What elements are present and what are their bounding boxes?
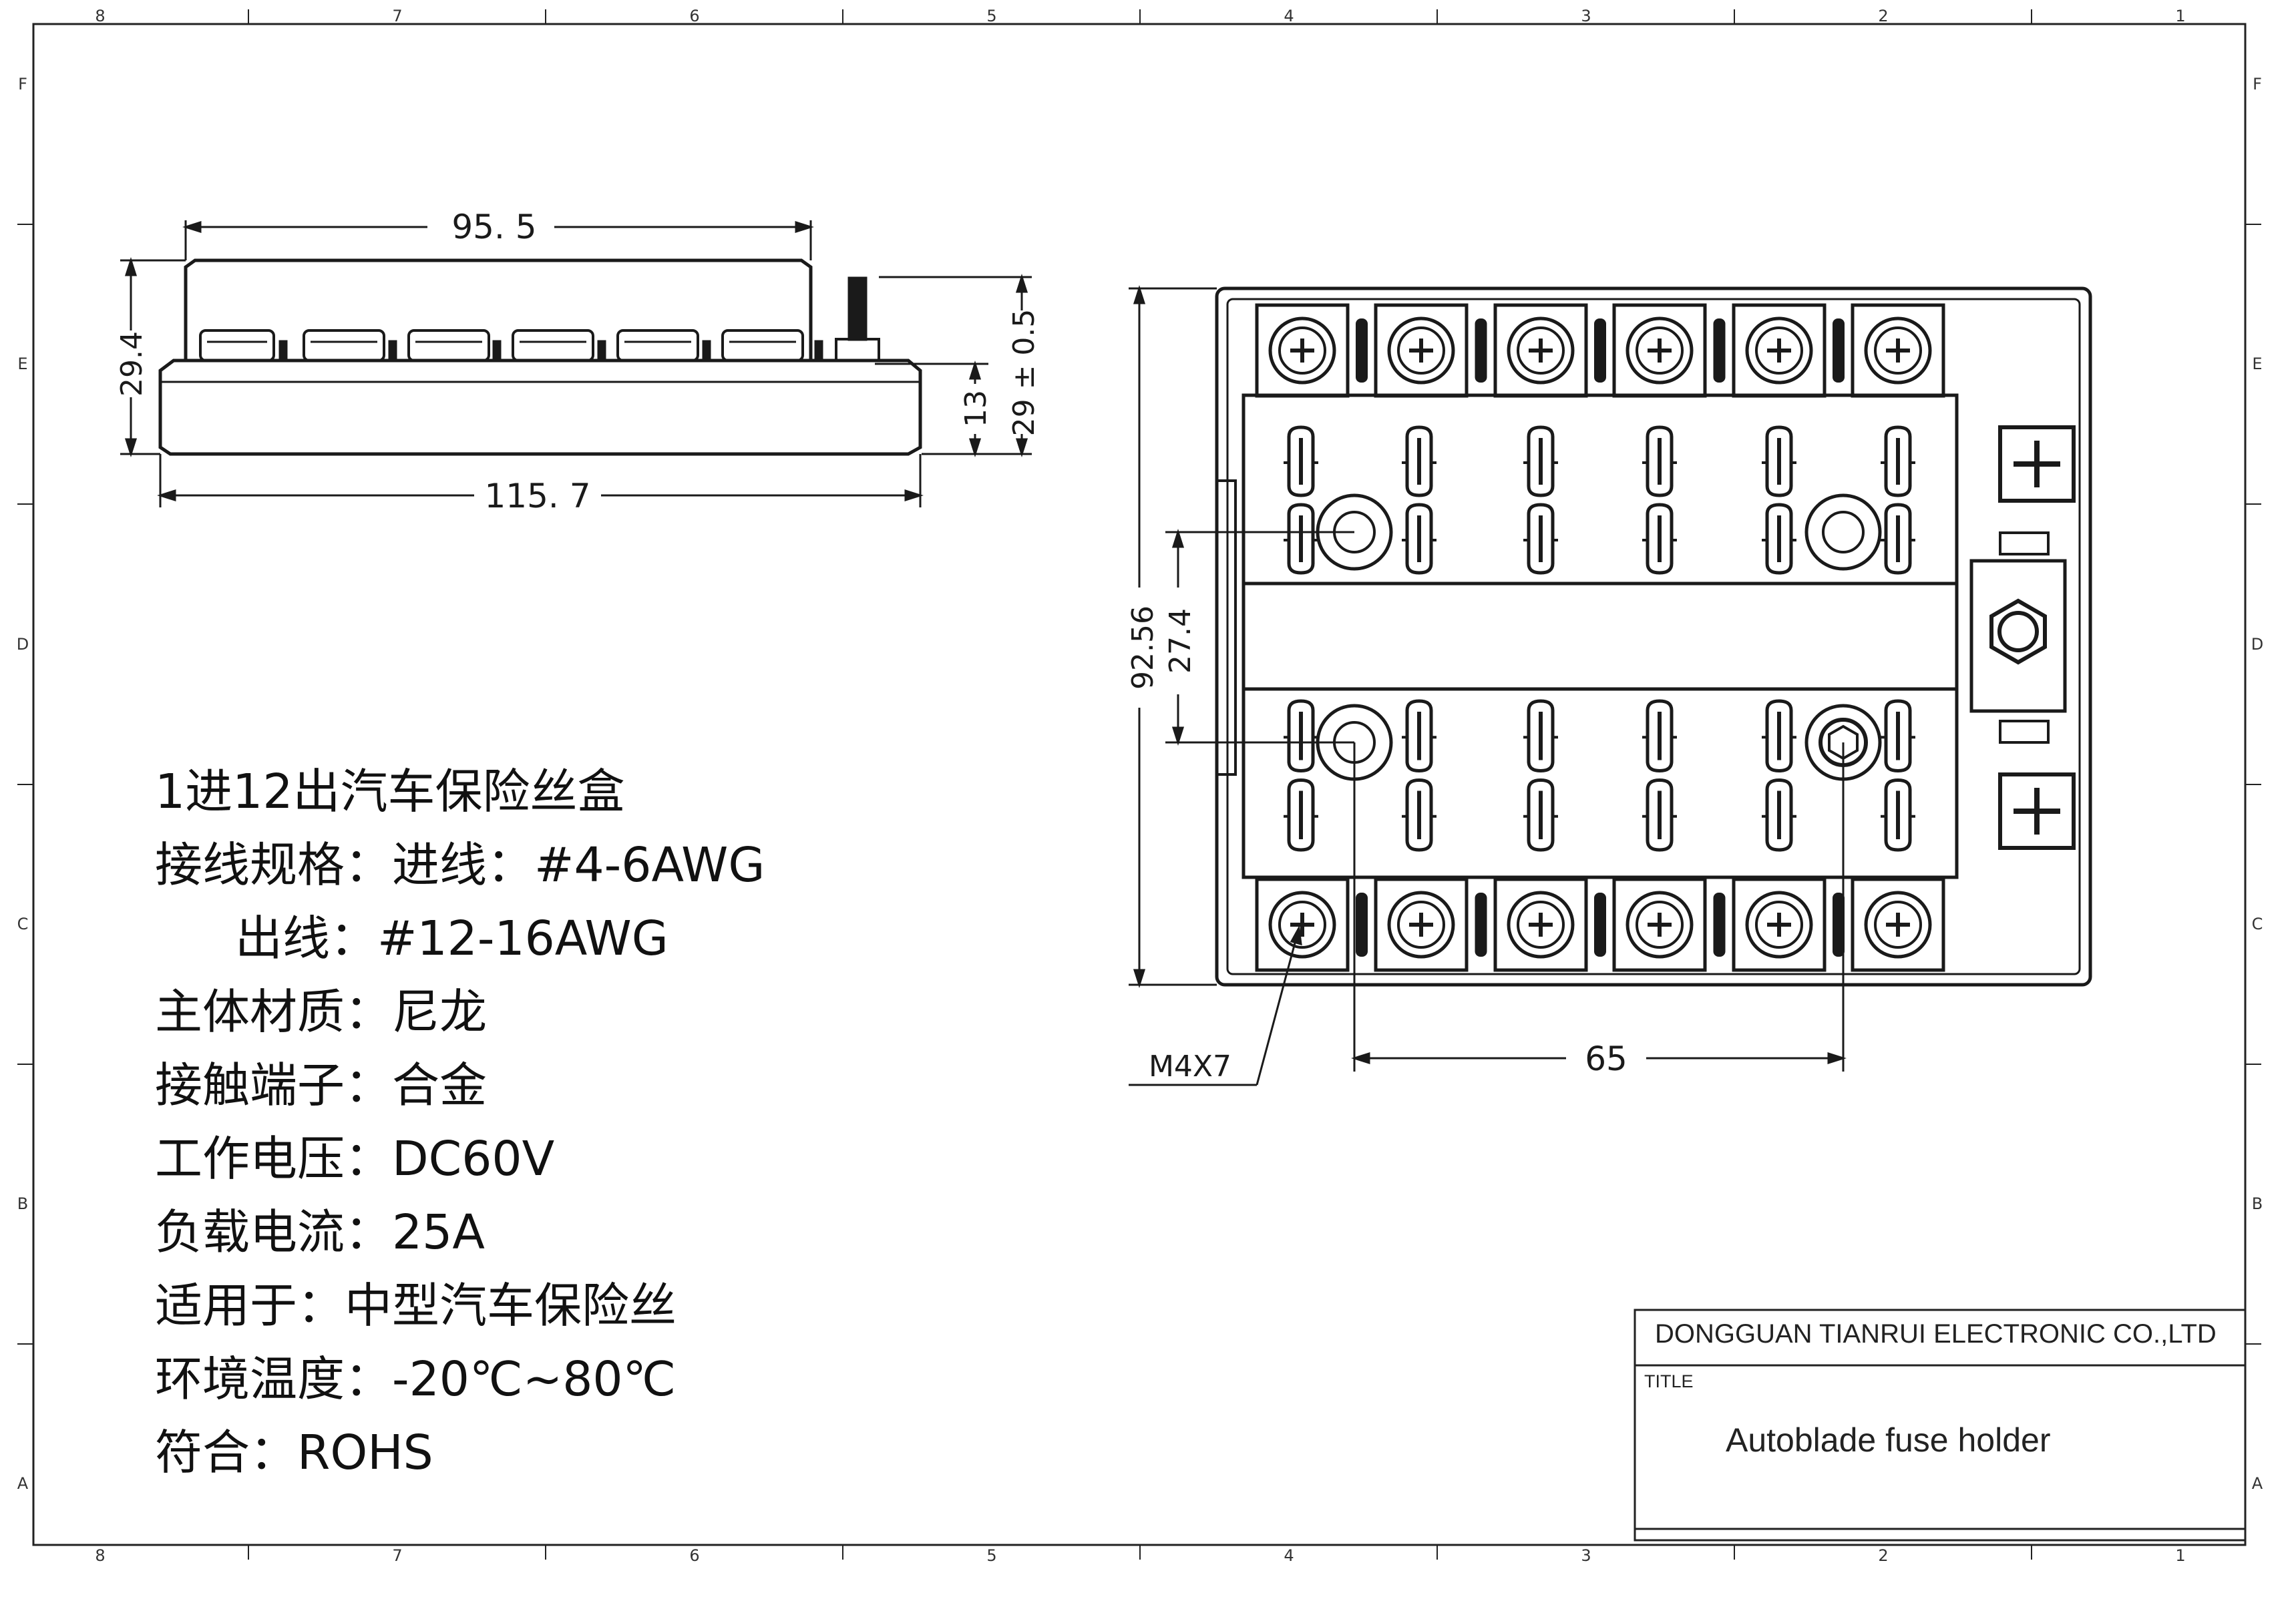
spec-current: 负载电流：25A [155,1204,485,1260]
row-label-right: C [2252,915,2263,933]
separator-post [1356,893,1368,957]
screw-icon [1374,303,1469,398]
dim-top-width: 95. 5 [451,208,536,246]
col-label-top: 1 [2175,7,2185,25]
fuse-slot-icon [1881,425,1915,575]
stud-nut-icon [1989,598,2047,665]
dim-total-height: 29 ± 0.5 [1007,309,1041,437]
separator-post [1594,893,1606,957]
row-label-left: C [17,915,29,933]
company-name: DONGGUAN TIANRUI ELECTRONIC CO.,LTD [1655,1319,2217,1349]
col-label-bottom: 2 [1878,1546,1888,1565]
separator-post [1475,893,1487,957]
drawing-title: Autoblade fuse holder [1726,1421,2051,1459]
fuse-slot-icon [1642,699,1677,852]
screw-icon [1612,877,1707,972]
screw-icon [1493,877,1588,972]
separator-post [1713,318,1726,383]
fuse-slot-icon [1523,699,1558,852]
separator-post [1594,318,1606,383]
separator-post [1713,893,1726,957]
fuse-slots [1284,425,1915,852]
dim-bottom-width: 115. 7 [484,477,590,515]
fuse-slot-icon [1523,425,1558,575]
screw-spec-label: M4X7 [1149,1050,1231,1084]
zone-labels: 8 7 6 5 4 3 2 1 8 7 6 5 4 3 2 1 F E D C … [17,7,2263,1565]
spec-voltage: 工作电压：DC60V [155,1131,555,1186]
fuse-slot-icon [1762,699,1796,852]
col-label-bottom: 5 [986,1546,996,1565]
screw-icon [1732,303,1827,398]
col-label-bottom: 6 [689,1546,699,1565]
col-label-top: 2 [1878,7,1888,25]
dim-base-height: 13 [959,390,993,427]
col-label-top: 4 [1284,7,1294,25]
row-label-right: B [2252,1194,2263,1213]
fuse-slot-icon [1642,425,1677,575]
row-label-right: D [2251,635,2263,654]
zone-ticks [17,9,2261,1560]
spec-compliance: 符合：ROHS [155,1425,433,1480]
fuse-slot-icon [1762,425,1796,575]
row-label-left: A [17,1474,29,1493]
side-view-dimensions [120,220,1032,507]
col-label-top: 6 [689,7,699,25]
side-view [158,258,922,456]
title-label: TITLE [1644,1371,1694,1391]
row-label-left: E [17,355,27,373]
screw-terminals [1255,303,1945,972]
spec-wire-input: 接线规格：进线：#4-6AWG [155,837,765,893]
col-label-top: 8 [95,7,105,25]
col-label-top: 7 [392,7,402,25]
screw-icon [1374,877,1469,972]
dim-cover-height: 29.4 [115,331,149,397]
col-label-bottom: 3 [1581,1546,1591,1565]
fuse-slot-icon [1284,425,1318,575]
col-label-bottom: 7 [392,1546,402,1565]
spec-wire-output: 出线：#12-16AWG [235,911,668,966]
row-label-right: F [2253,75,2262,93]
col-label-top: 5 [986,7,996,25]
fuse-slot-icon [1402,699,1437,852]
screw-icon [1612,303,1707,398]
plus-icon [2014,441,2060,835]
fuse-slot-icon [1881,699,1915,852]
col-label-bottom: 4 [1284,1546,1294,1565]
top-view [1215,286,2092,987]
screw-icon [1493,303,1588,398]
separator-post [1475,318,1487,383]
col-label-bottom: 8 [95,1546,105,1565]
spec-product-name: 1进12出汽车保险丝盒 [155,764,625,819]
screw-icon [1255,303,1350,398]
fuse-slot-icon [1284,699,1318,852]
spec-application: 适用于：中型汽车保险丝 [155,1278,677,1333]
dim-stud-width: 65 [1585,1040,1628,1078]
separator-post [1833,318,1845,383]
spec-temperature: 环境温度：-20℃~80℃ [155,1351,677,1407]
row-label-left: D [17,635,29,654]
fuse-slot-icon [1402,425,1437,575]
row-label-left: F [18,75,27,93]
screw-icon [1851,877,1945,972]
row-label-right: A [2252,1474,2263,1493]
spec-material: 主体材质：尼龙 [155,984,488,1040]
dim-overall-height: 92.56 [1126,606,1160,690]
spec-terminal: 接触端子：合金 [155,1058,488,1113]
screw-icon [1851,303,1945,398]
col-label-top: 3 [1581,7,1591,25]
col-label-bottom: 1 [2175,1546,2185,1565]
title-block [1634,1309,2247,1542]
screw-icon [1732,877,1827,972]
row-label-right: E [2252,355,2262,373]
screw-icon [1255,877,1350,972]
separator-post [1833,893,1845,957]
separator-post [1356,318,1368,383]
dim-stud-spacing: 27.4 [1163,608,1197,674]
top-view-dimensions [1129,285,1847,1086]
row-label-left: B [17,1194,28,1213]
